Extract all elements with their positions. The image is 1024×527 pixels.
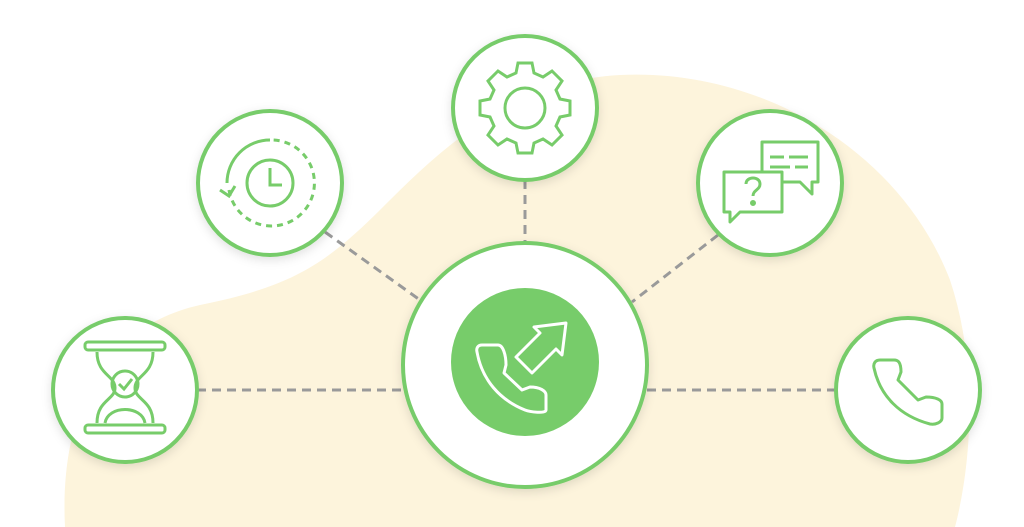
outgoing-call-icon	[475, 321, 568, 414]
node-phone[interactable]	[834, 316, 982, 464]
chat-question-icon	[722, 140, 820, 224]
node-center	[401, 241, 649, 489]
gear-icon	[478, 61, 572, 155]
connectors	[197, 180, 836, 392]
connector-history	[324, 230, 421, 302]
node-faq[interactable]	[696, 109, 844, 257]
connector-faq	[631, 233, 719, 304]
hourglass-check-icon	[83, 340, 167, 435]
phone-icon	[872, 358, 944, 426]
node-hourglass[interactable]	[51, 316, 199, 464]
clock-history-icon	[219, 138, 316, 228]
node-settings[interactable]	[451, 34, 599, 182]
node-history[interactable]	[196, 109, 344, 257]
